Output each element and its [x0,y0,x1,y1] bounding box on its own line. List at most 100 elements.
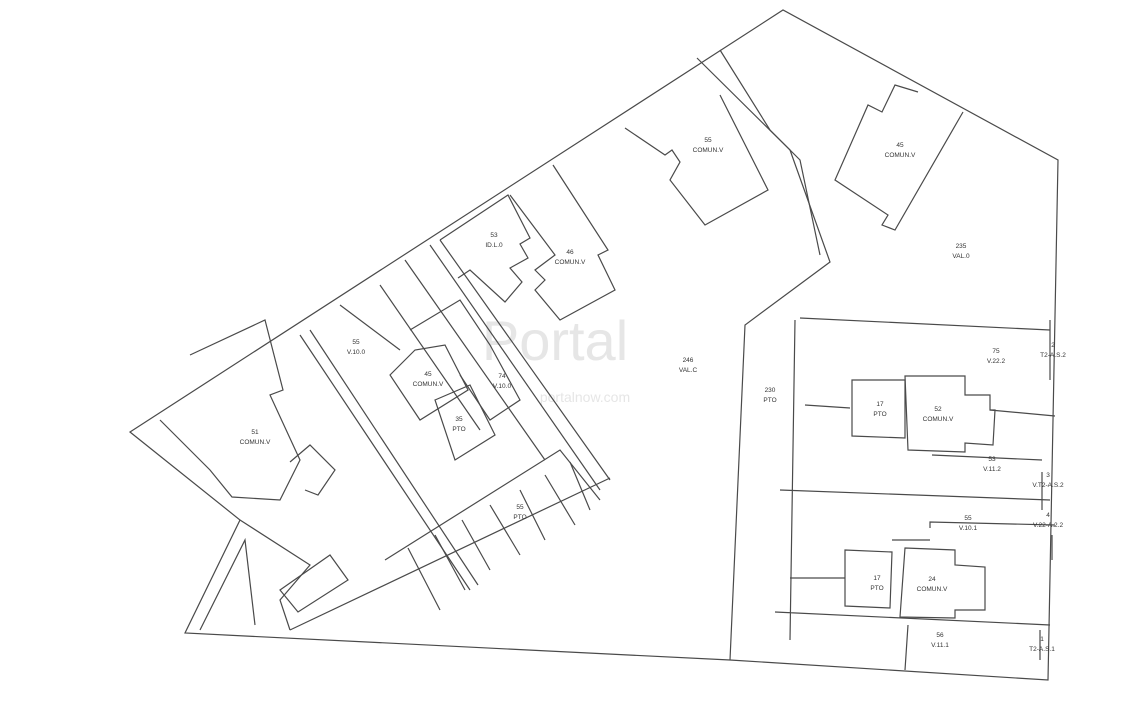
parcel-lines [128,9,1059,681]
lower-band [289,477,611,631]
plot-35 [434,384,496,461]
parcel-label-text: COMUN.V [917,586,948,593]
lot-lines [407,461,591,611]
parcel-label: 74V.10.0 [493,373,512,390]
plot-74 [409,299,521,421]
parcel-label-text: 230 [765,387,776,394]
parcel-label-text: V.22-A.2.2 [1033,522,1064,529]
plot-53-line [931,409,1056,461]
parcel-label: 4V.22-A.2.2 [1033,512,1064,529]
parcel-label: 55V.10.0 [347,339,366,356]
plot-51 [159,319,301,501]
parcel-label-text: COMUN.V [885,152,916,159]
parcel-label-text: 45 [424,371,432,378]
parcel-label: 55V.10.1 [959,515,978,532]
parcel-label: 1T2-A.S.1 [1029,636,1055,653]
plot-small [279,554,349,613]
plot-51-annex [289,444,336,496]
parcel-label-text: V.11.2 [983,466,1001,473]
plot-55-v [892,521,1056,541]
parcel-label-text: PTO [870,585,883,592]
plot-55-top [624,94,769,226]
plot-53 [439,194,531,303]
parcel-label-text: V.11.1 [931,642,949,649]
parcel-label-text: 53 [490,232,498,239]
band-line [429,244,601,491]
parcel-label-text: VAL.C [679,367,698,374]
right-ticks [1039,320,1053,660]
parcel-label-text: V.10.1 [959,525,978,532]
parcel-label-text: 51 [251,429,259,436]
parcel-label-text: V.10.0 [493,383,512,390]
band-line [439,239,611,481]
parcel-label-text: COMUN.V [693,147,724,154]
parcel-label-text: 53 [988,456,996,463]
plot-45 [389,344,469,421]
parcel-label-text: V.10.0 [347,349,366,356]
parcel-label-text: 2 [1051,342,1055,349]
watermark-site: portalnow.com [540,389,630,405]
parcel-label-text: T2-A.S.1 [1029,646,1055,653]
parcel-label-text: 246 [683,357,694,364]
parcel-label-text: 1 [1040,636,1044,643]
parcel-label-text: 56 [936,632,944,639]
band-line [379,284,481,431]
parcel-label-text: COMUN.V [923,416,954,423]
band-line [404,259,546,461]
road-boundary [719,49,821,256]
outer-boundary [128,9,1059,681]
parcel-label-text: PTO [513,514,526,521]
parcel-label-text: PTO [763,397,776,404]
band-line [309,329,479,586]
watermark-brand: Portal [482,309,628,372]
parcel-label-text: 35 [455,416,463,423]
right-block [774,317,1051,671]
parcel-label: 53V.11.2 [983,456,1001,473]
parcel-label-text: 17 [876,401,884,408]
parcel-label-text: COMUN.V [240,439,271,446]
parcel-label: 2T2-A.S.2 [1040,342,1066,359]
parcel-label-text: 45 [896,142,904,149]
plot-corner [199,519,311,631]
parcel-label-text: 55 [964,515,972,522]
parcel-label-text: COMUN.V [555,259,586,266]
parcel-label-text: V.T2-A.S.2 [1032,482,1064,489]
parcel-label-text: 55 [352,339,360,346]
parcel-label: 3V.T2-A.S.2 [1032,472,1064,489]
parcel-label: 56V.11.1 [931,632,949,649]
parcel-label-text: T2-A.S.2 [1040,352,1066,359]
plot-52 [904,375,996,453]
band-line [339,304,401,351]
plot-235 [834,84,964,231]
road-boundary [696,57,831,661]
lower-band [384,449,601,561]
parcel-label-text: 74 [498,373,506,380]
parcel-label-text: 235 [956,243,967,250]
parcel-label-text: 4 [1046,512,1050,519]
parcel-label-text: COMUN.V [413,381,444,388]
parcel-label-text: PTO [452,426,465,433]
parcel-label-text: 55 [704,137,712,144]
parcel-label-text: PTO [873,411,886,418]
parcel-label-text: 3 [1046,472,1050,479]
parcel-label-text: 46 [566,249,574,256]
watermark: Portal portalnow.com [482,309,630,405]
parcel-label-text: 17 [873,575,881,582]
parcel-label-text: 52 [934,406,942,413]
parcel-label-text: 55 [516,504,524,511]
parcel-label-text: 75 [992,348,1000,355]
